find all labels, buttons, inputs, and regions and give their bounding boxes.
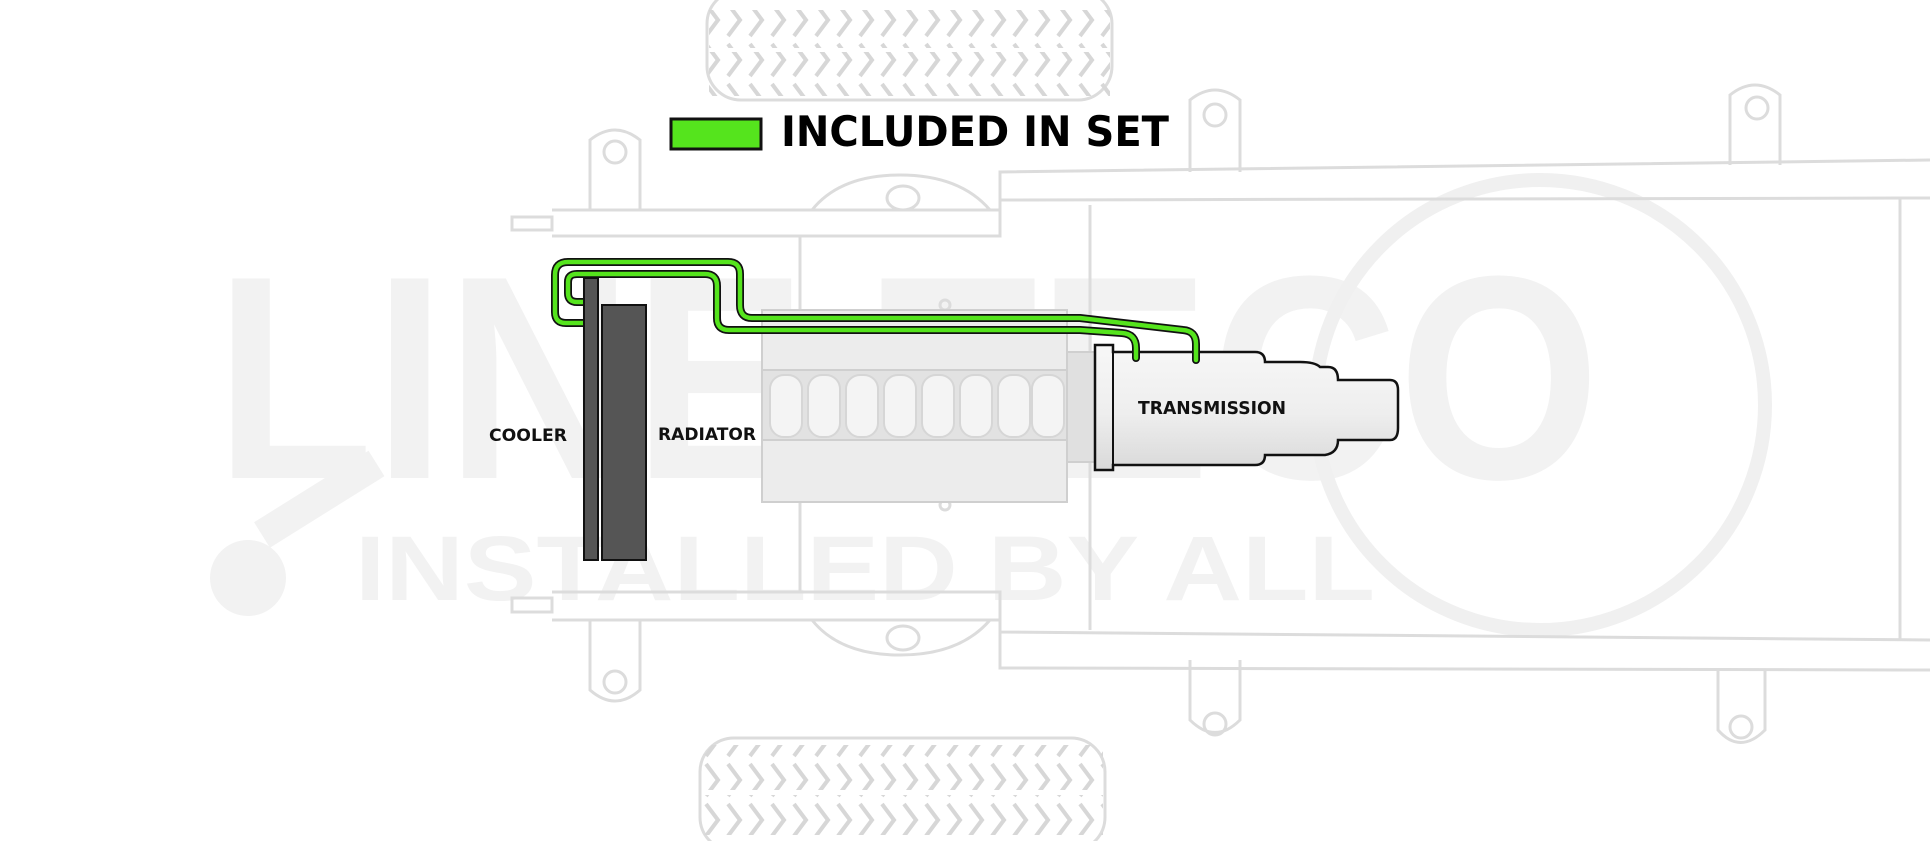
cooler-core: [583, 277, 599, 561]
cooler-label: COOLER: [489, 426, 567, 446]
radiator-label: RADIATOR: [658, 425, 756, 445]
transmission-body: [1093, 343, 1400, 472]
engine-block: [761, 309, 1098, 503]
legend-swatch: [669, 117, 763, 151]
transmission-label: TRANSMISSION: [1138, 398, 1286, 419]
legend: INCLUDED IN SET: [669, 107, 1169, 156]
tire-top-icon: [705, 0, 1114, 102]
wrench-icon: [210, 450, 385, 616]
tire-bottom-icon: [698, 736, 1107, 841]
watermark-line2: INSTALLED BY ALL: [355, 518, 1375, 620]
cooler-lines: [551, 258, 1200, 364]
radiator-core: [601, 304, 647, 561]
legend-label: INCLUDED IN SET: [781, 107, 1169, 156]
